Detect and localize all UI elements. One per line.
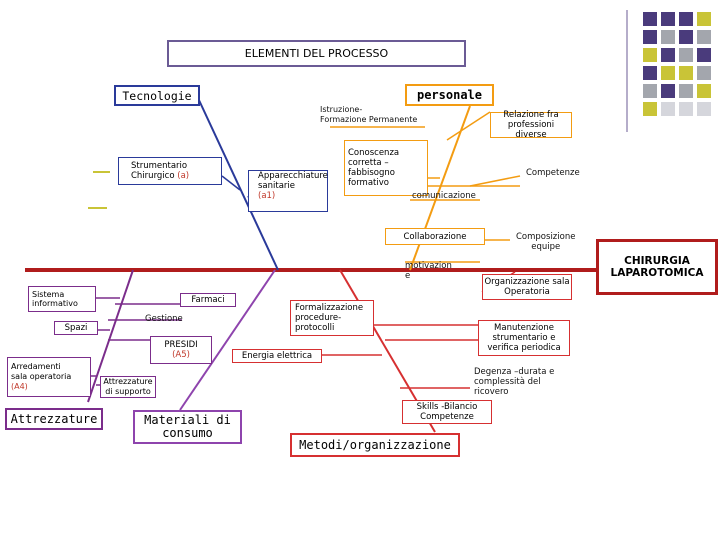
motivazione-label: motivazion e bbox=[405, 261, 452, 281]
energia-box: Energia elettrica bbox=[232, 349, 322, 363]
dot-grey bbox=[679, 48, 693, 62]
strumentario-branch bbox=[221, 175, 241, 191]
istruzione-label: Istruzione- Formazione Permanente bbox=[320, 105, 418, 124]
tecnologie-box: Tecnologie bbox=[114, 85, 200, 106]
organizzazione-box: Organizzazione sala Operatoria bbox=[482, 274, 572, 300]
dot-purple bbox=[661, 48, 675, 62]
presidi-box: PRESIDI (A5) bbox=[150, 336, 212, 364]
formalizzazione-box: Formalizzazione procedure- protocolli bbox=[290, 300, 374, 336]
skills-box: Skills -Bilancio Competenze bbox=[402, 400, 492, 424]
dot-purple bbox=[643, 30, 657, 44]
dot-light bbox=[661, 102, 675, 116]
dot-purple bbox=[679, 12, 693, 26]
farmaci-box: Farmaci bbox=[180, 293, 236, 307]
dot-grey bbox=[643, 84, 657, 98]
dot-olive bbox=[643, 48, 657, 62]
materiali-box: Materiali di consumo bbox=[133, 410, 242, 444]
dot-olive bbox=[643, 102, 657, 116]
dot-light bbox=[697, 102, 711, 116]
dot-grey bbox=[697, 30, 711, 44]
metodi-box: Metodi/organizzazione bbox=[290, 433, 460, 457]
composizione-label: Composizione equipe bbox=[516, 232, 576, 252]
apparecchiature-label: Apparecchiature sanitarie bbox=[258, 171, 328, 191]
attrezzature-box: Attrezzature bbox=[5, 408, 103, 430]
dot-light bbox=[679, 102, 693, 116]
apparecchiature-box: Apparecchiature sanitarie (a1) bbox=[248, 170, 328, 212]
degenza-label: Degenza –durata e complessità del ricove… bbox=[474, 367, 555, 397]
decorative-dot-grid bbox=[640, 10, 720, 130]
gestione-label: Gestione bbox=[145, 314, 183, 324]
metodi-label: Metodi/organizzazione bbox=[299, 438, 451, 452]
strumentario-code: (a) bbox=[177, 171, 190, 181]
tecnologie-label: Tecnologie bbox=[122, 88, 192, 103]
materiali-bone bbox=[179, 269, 276, 411]
strumentario-label: Strumentario Chirurgico bbox=[131, 161, 188, 181]
conoscenza-box: Conoscenza corretta – fabbisogno formati… bbox=[344, 140, 428, 196]
attrezzature-label: Attrezzature bbox=[10, 412, 98, 426]
dot-grey bbox=[661, 30, 675, 44]
manutenzione-box: Manutenzione strumentario e verifica per… bbox=[478, 320, 570, 356]
dot-olive bbox=[661, 66, 675, 80]
competenze-branch-2 bbox=[469, 175, 521, 187]
dot-grey bbox=[679, 84, 693, 98]
spazi-box: Spazi bbox=[54, 321, 98, 335]
materiali-label: Materiali di consumo bbox=[144, 413, 231, 440]
personale-box: personale bbox=[405, 84, 494, 106]
relazione-box: Relazione fra professioni diverse bbox=[490, 110, 572, 140]
presidi-label: PRESIDI bbox=[164, 340, 198, 350]
collaborazione-box: Collaborazione bbox=[385, 228, 485, 245]
tecnologie-bone bbox=[197, 97, 279, 271]
page-title: ELEMENTI DEL PROCESSO bbox=[244, 47, 389, 60]
dot-purple bbox=[661, 12, 675, 26]
dot-olive bbox=[697, 84, 711, 98]
personale-label: personale bbox=[416, 88, 483, 102]
presidi-code: (A5) bbox=[172, 350, 190, 360]
dot-grey bbox=[697, 66, 711, 80]
competenze-label: Competenze bbox=[526, 168, 580, 178]
dot-purple bbox=[643, 66, 657, 80]
arredamenti-label: Arredamenti sala operatoria bbox=[11, 362, 72, 381]
dot-purple bbox=[661, 84, 675, 98]
dot-olive bbox=[697, 12, 711, 26]
dot-purple bbox=[679, 30, 693, 44]
attrezzature-supporto-box: Attrezzature di supporto bbox=[100, 376, 156, 398]
effect-label: CHIRURGIA LAPAROTOMICA bbox=[610, 255, 704, 279]
effect-box: CHIRURGIA LAPAROTOMICA bbox=[596, 239, 718, 295]
apparecchiature-code: (a1) bbox=[258, 191, 276, 201]
dot-purple bbox=[697, 48, 711, 62]
arredamenti-code: (A4) bbox=[11, 382, 28, 391]
strumentario-box: Strumentario Chirurgico (a) bbox=[118, 157, 222, 185]
attrezzature-bone bbox=[87, 269, 134, 403]
dot-olive bbox=[679, 66, 693, 80]
relazione-branch bbox=[446, 111, 491, 141]
dot-purple bbox=[643, 12, 657, 26]
title-box: ELEMENTI DEL PROCESSO bbox=[167, 40, 466, 67]
arredamenti-box: Arredamenti sala operatoria (A4) bbox=[7, 357, 91, 397]
comunicazione-label: comunicazione bbox=[412, 191, 476, 201]
sistema-box: Sistema informativo bbox=[28, 286, 96, 312]
